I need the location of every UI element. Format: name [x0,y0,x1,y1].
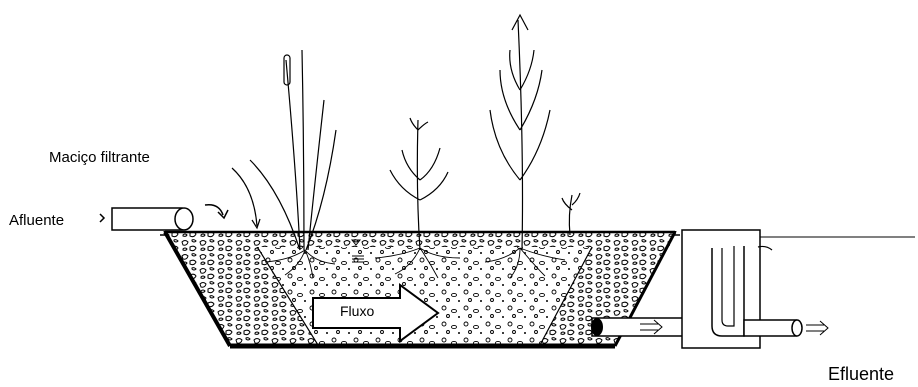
filter-bed-label: Maciço filtrante [49,150,150,165]
influent-label: Afluente [9,213,64,228]
plant-icon [250,15,580,250]
effluent-label: Efluente [828,365,894,383]
flow-label: Fluxo [340,304,374,318]
inlet-pipe-icon [100,168,260,230]
